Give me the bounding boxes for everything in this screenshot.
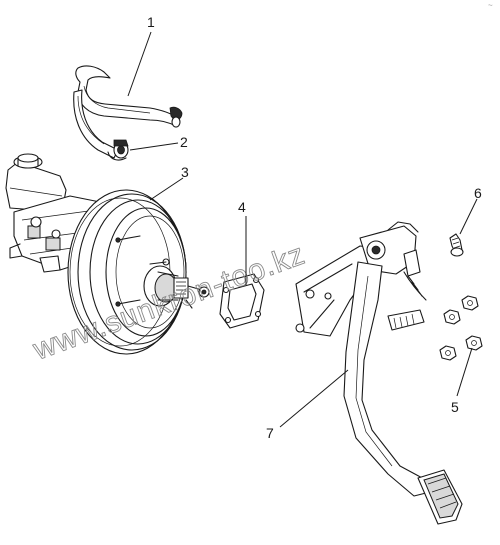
part-7-brake-pedal-assembly [295,221,463,525]
callout-3: 3 [181,164,189,180]
leader-line-7 [279,369,349,428]
callout-4: 4 [238,199,246,215]
leader-lines [127,31,478,428]
leader-line-5 [456,347,473,397]
leader-line-1 [127,31,152,97]
callout-7: 7 [266,425,274,441]
leader-line-6 [459,198,478,235]
part-4-gasket [219,273,265,329]
callout-2: 2 [180,134,188,150]
nut [439,345,457,361]
part-1-vacuum-hose [73,65,183,159]
callout-5: 5 [451,399,459,415]
leader-line-3 [149,177,184,201]
part-3-brake-booster [67,189,210,355]
part-6-bolt [449,233,464,257]
nut [465,335,483,351]
callout-6: 6 [474,185,482,201]
nut [443,309,461,325]
corner-mark: ~ [488,1,493,10]
nut [461,295,479,311]
callout-labels: 1 2 3 4 5 6 7 [147,14,482,441]
leader-line-2 [129,142,179,151]
part-5-nuts [439,295,483,361]
part-2-hose-clamp [107,139,129,161]
callout-1: 1 [147,14,155,30]
